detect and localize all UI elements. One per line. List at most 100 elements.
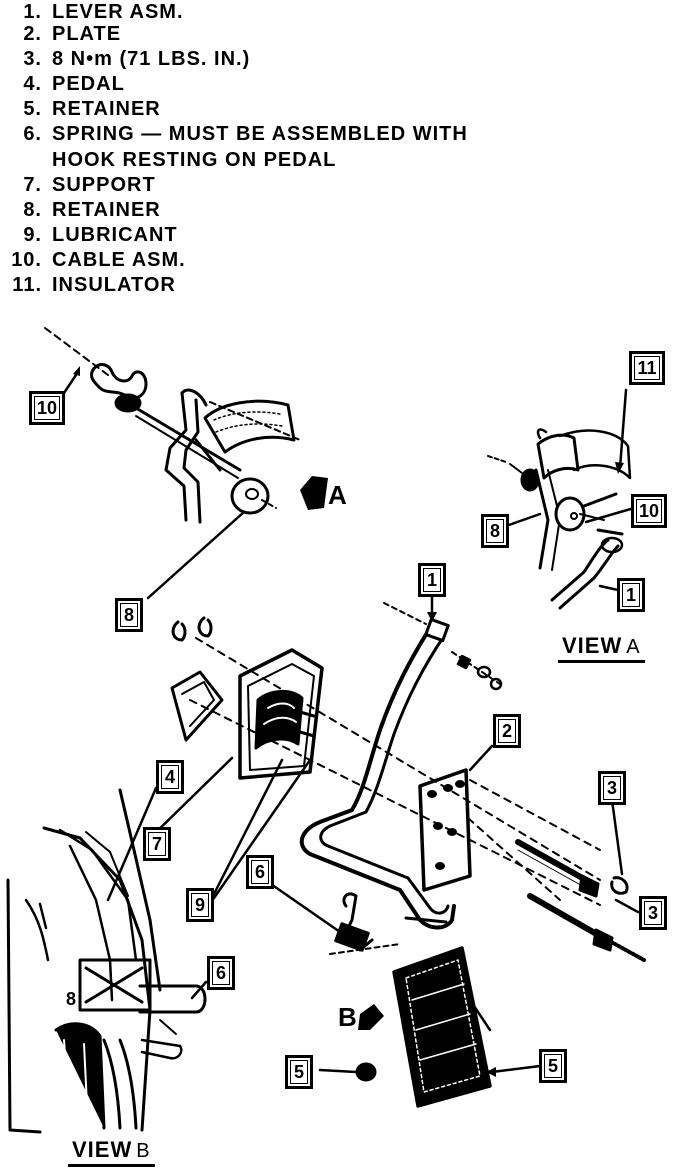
mounting-plate — [418, 768, 472, 892]
view-a-letter: A — [626, 636, 641, 658]
pedal-pad — [392, 946, 492, 1108]
lever-assembly — [299, 617, 456, 930]
callout-number: 8 — [123, 605, 134, 625]
legend-label: SUPPORT — [52, 174, 156, 196]
firewall-bracket — [164, 388, 301, 524]
callout-number: 10 — [36, 398, 58, 418]
legend-number: 10. — [11, 249, 42, 271]
callout-3-bolt-upper: 3 — [598, 771, 626, 805]
callout-11-insulator: 11 — [629, 351, 665, 385]
callout-number: 3 — [647, 903, 658, 923]
leader-line — [106, 786, 158, 902]
bolt-upper — [515, 839, 629, 898]
legend-label: CABLE ASM. — [52, 249, 186, 271]
leader-line — [614, 898, 640, 914]
legend-number: 6. — [23, 123, 42, 145]
nut-set — [456, 654, 503, 691]
view-a-word: VIEW — [562, 633, 623, 658]
legend-label: RETAINER — [52, 199, 161, 221]
callout-number: 7 — [151, 834, 162, 854]
retainer-clips — [171, 616, 213, 642]
legend-label: LUBRICANT — [52, 224, 178, 246]
callout-4-pedal: 4 — [156, 760, 184, 794]
callout-number: 1 — [625, 585, 636, 605]
legend-number: 5. — [23, 98, 42, 120]
leader-line — [610, 798, 624, 876]
arrow-a-label: A — [328, 480, 347, 510]
view-b-letter: B — [136, 1140, 151, 1162]
leader-line — [598, 584, 620, 592]
leader-line — [146, 510, 246, 600]
callout-5-retainer-left: 5 — [285, 1055, 313, 1089]
callout-10-cable-assembly: 10 — [29, 391, 65, 425]
callout-number: 2 — [501, 721, 512, 741]
legend-label: PEDAL — [52, 73, 125, 95]
support-bracket-triangle — [170, 670, 224, 742]
callout-3-bolt-lower: 3 — [639, 896, 667, 930]
callout-10-cable-view-a: 10 — [631, 494, 667, 528]
leader-line — [210, 758, 284, 900]
callout-number: 9 — [194, 895, 205, 915]
view-b-part-label: 8 — [66, 989, 77, 1009]
return-spring — [329, 892, 401, 955]
callout-7-support: 7 — [143, 827, 171, 861]
callout-number: 5 — [293, 1062, 304, 1082]
callout-1-lever-assembly: 1 — [418, 563, 446, 597]
callout-9-lubricant: 9 — [186, 888, 214, 922]
leader-line — [490, 1064, 542, 1074]
callout-6-spring-view-b: 6 — [207, 956, 235, 990]
pedal-retainer — [355, 1062, 377, 1082]
callout-number: 5 — [547, 1056, 558, 1076]
callout-number: 6 — [215, 963, 226, 983]
view-a-detail — [487, 428, 632, 610]
callout-number: 6 — [254, 862, 265, 882]
view-b-direction-arrow — [358, 1004, 384, 1030]
legend-label: RETAINER — [52, 98, 161, 120]
view-b-detail — [6, 788, 207, 1134]
leader-line — [468, 744, 494, 772]
leader-line — [212, 758, 312, 900]
view-b-word: VIEW — [72, 1137, 133, 1162]
legend-number: 11. — [12, 274, 42, 296]
callout-8-retainer: 8 — [115, 598, 143, 632]
arrow-b-label: B — [338, 1002, 357, 1032]
legend-number: 8. — [23, 199, 42, 221]
leader-line — [190, 980, 208, 1000]
legend-label: INSULATOR — [52, 274, 176, 296]
legend-label: PLATE — [52, 23, 122, 45]
leader-line — [504, 512, 542, 528]
callout-6-spring: 6 — [246, 855, 274, 889]
legend-number: 2. — [23, 23, 42, 45]
leader-line — [266, 880, 342, 934]
leader-line — [318, 1068, 358, 1074]
callout-8-retainer-view-a: 8 — [481, 514, 509, 548]
legend-label: HOOK RESTING ON PEDAL — [52, 149, 337, 171]
legend-label: SPRING — MUST BE ASSEMBLED WITH — [52, 123, 468, 145]
view-a-direction-arrow — [300, 476, 328, 510]
callout-5-retainer-right: 5 — [539, 1049, 567, 1083]
callout-number: 3 — [606, 778, 617, 798]
leader-line — [584, 506, 636, 524]
retainer-upper — [230, 477, 277, 515]
callout-number: 1 — [426, 570, 437, 590]
callout-number: 4 — [164, 767, 175, 787]
callout-number: 10 — [638, 501, 660, 521]
legend-number: 7. — [23, 174, 42, 196]
leader-line — [146, 756, 234, 842]
callout-number: 11 — [637, 358, 657, 378]
legend-number: 9. — [23, 224, 42, 246]
bolt-lower — [527, 893, 646, 962]
leader-line — [618, 388, 628, 470]
legend-label: LEVER ASM. — [52, 1, 184, 23]
callout-number: 8 — [489, 521, 500, 541]
callout-1-lever-view-a: 1 — [617, 578, 645, 612]
legend-label: 8 N•m (71 LBS. IN.) — [52, 48, 251, 70]
legend-number: 1. — [23, 1, 42, 23]
legend-number: 3. — [23, 48, 42, 70]
support-housing — [238, 648, 324, 780]
legend-number: 4. — [23, 73, 42, 95]
callout-2-plate: 2 — [493, 714, 521, 748]
